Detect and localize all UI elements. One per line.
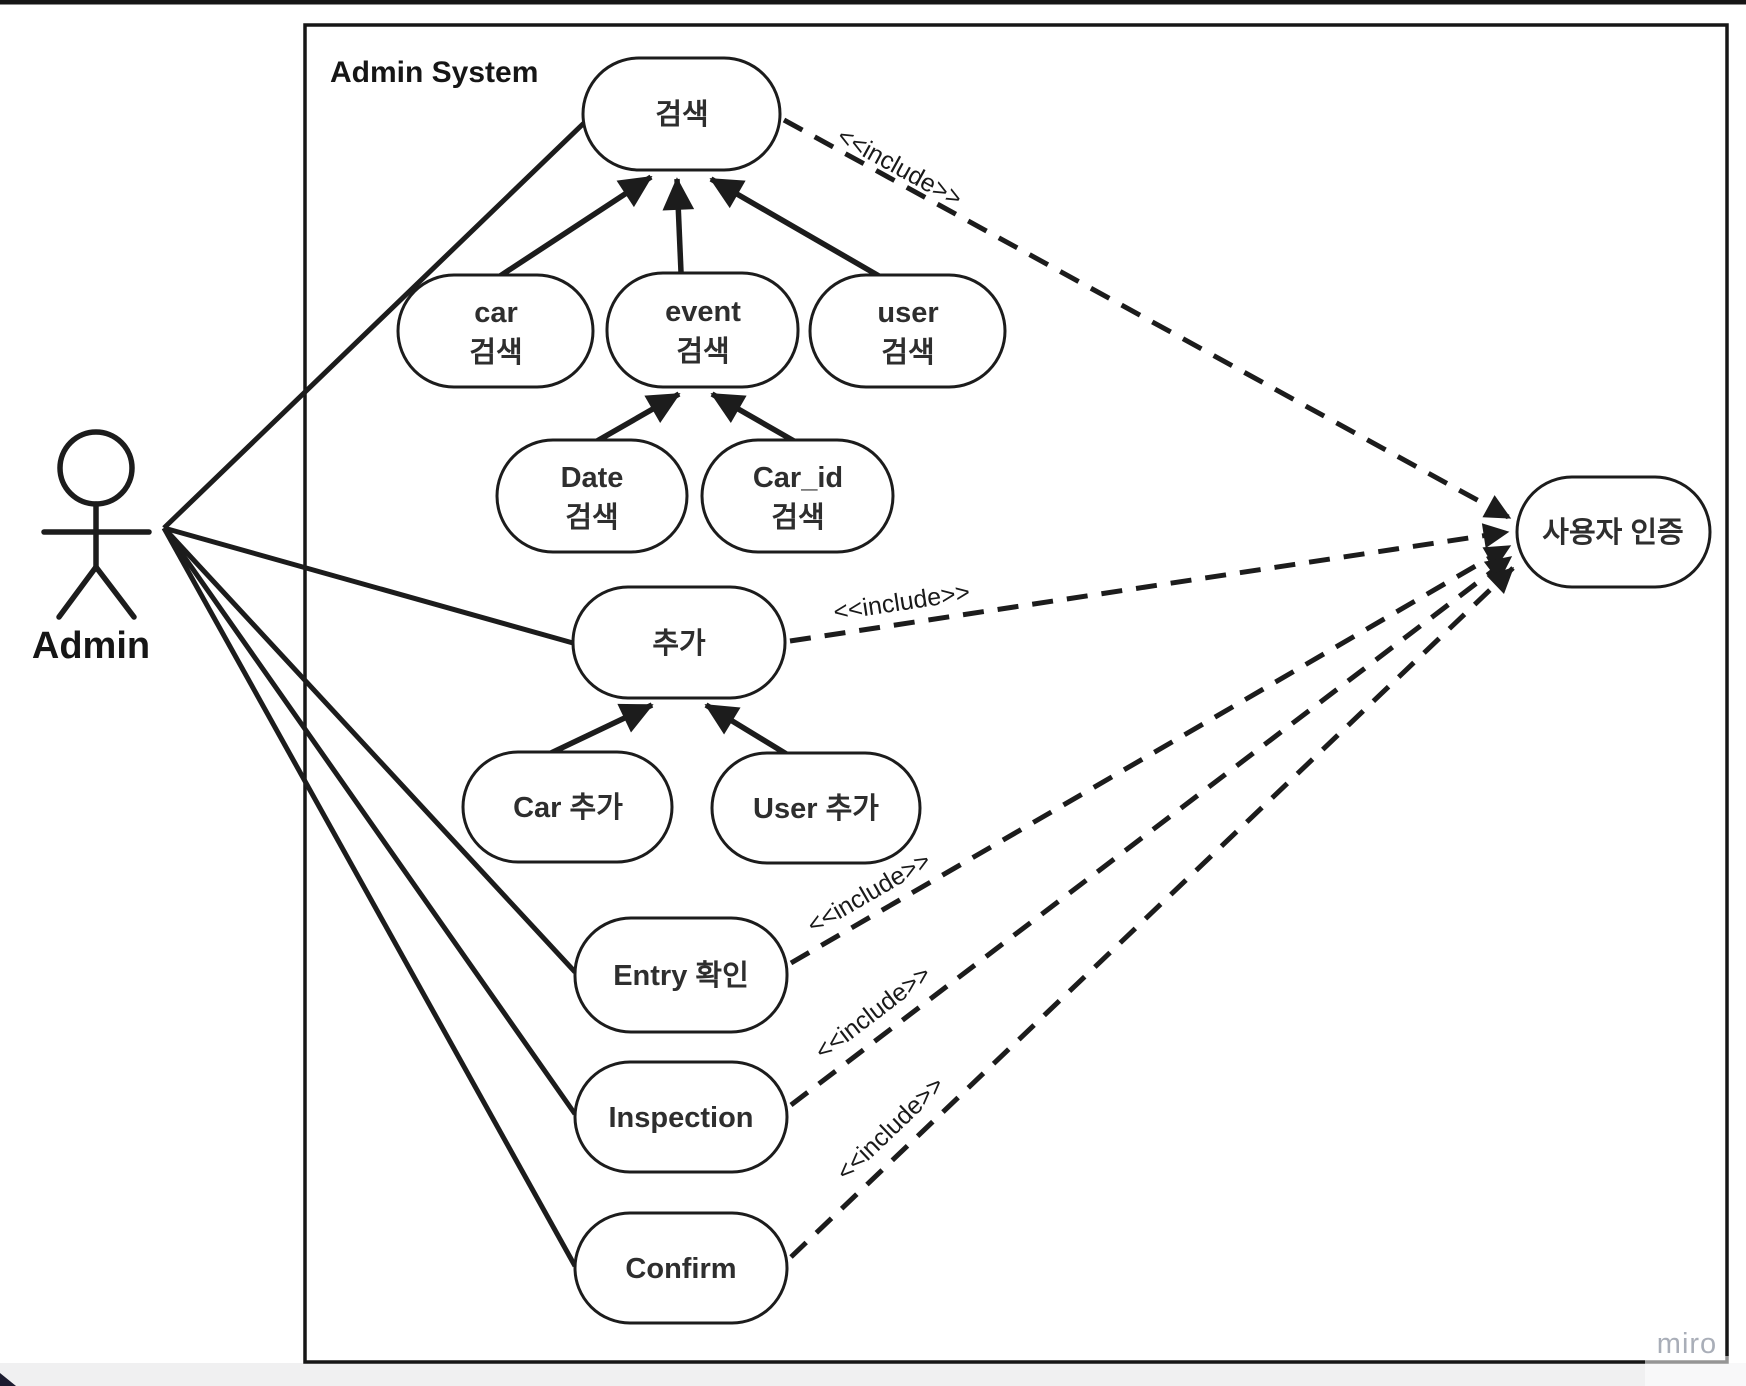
usecase-label: Car 추가	[513, 791, 623, 824]
clipped-corner-shape	[0, 1373, 16, 1386]
usecase-label: 추가	[652, 627, 706, 660]
usecase-label: Inspection	[608, 1102, 753, 1134]
association-admin-add	[163, 525, 574, 646]
usecase-label-line2: 검색	[469, 336, 522, 369]
actor-admin-figure: Admin	[32, 429, 152, 667]
usecase-add: 추가	[571, 585, 787, 700]
include-confirm-to-auth	[789, 566, 1515, 1259]
usecase-car-search: car 검색	[396, 273, 595, 389]
usecase-oval	[573, 1211, 789, 1325]
usecase-label-line1: user	[877, 297, 938, 329]
usecase-user-auth: 사용자 인증	[1515, 475, 1712, 589]
usecase-label-line2: 검색	[676, 335, 729, 368]
usecase-search: 검색	[581, 56, 782, 172]
usecase-label-line2: 검색	[565, 501, 618, 534]
usecase-car-add: Car 추가	[461, 750, 674, 864]
usecase-oval	[605, 271, 800, 389]
usecase-entry-check: Entry 확인	[573, 916, 789, 1034]
usecase-event-search: event 검색	[605, 271, 800, 389]
usecase-oval	[573, 1060, 789, 1174]
actor-label: Admin	[32, 625, 150, 667]
association-admin-entry-check	[162, 526, 577, 974]
usecase-label-line1: car	[474, 297, 518, 329]
include-label: <<include>>	[831, 1071, 950, 1186]
association-admin-search	[162, 120, 587, 530]
actor-head	[57, 429, 135, 507]
usecase-oval	[808, 273, 1007, 389]
include-label: <<include>>	[810, 960, 936, 1066]
outside-bottom-strip	[0, 1363, 1746, 1386]
usecase-oval	[495, 438, 689, 554]
usecase-label-line2: 검색	[771, 501, 824, 534]
watermark-text[interactable]: miro	[1657, 1328, 1717, 1360]
usecase-oval	[710, 751, 922, 865]
usecase-label-line2: 검색	[881, 336, 934, 369]
generalization-date-search-to-event-search	[595, 391, 681, 444]
association-admin-inspection	[161, 526, 578, 1116]
generalization-user-search-to-search	[709, 176, 881, 279]
usecase-oval	[581, 56, 782, 172]
usecase-label: User 추가	[753, 792, 879, 825]
usecase-oval	[1515, 475, 1712, 589]
usecase-label-line1: Date	[561, 462, 624, 494]
miro-watermark[interactable]: miro	[1645, 1328, 1746, 1386]
association-lines	[161, 120, 587, 1268]
usecase-confirm: Confirm	[573, 1211, 789, 1325]
generalization-carid-search-to-event-search	[710, 391, 796, 444]
include-arrows	[782, 117, 1515, 1259]
include-label: <<include>>	[833, 122, 967, 213]
generalization-user-add-to-add	[704, 702, 795, 761]
top-edge-border	[0, 0, 1746, 5]
actor-right-leg	[93, 564, 137, 620]
system-boundary-box	[303, 23, 1729, 1364]
generalization-event-search-to-search	[662, 177, 695, 273]
usecase-label: Confirm	[625, 1253, 736, 1285]
usecase-label: 사용자 인증	[1542, 516, 1683, 549]
usecase-user-search: user 검색	[808, 273, 1007, 389]
actor-left-leg	[56, 564, 99, 620]
include-label: <<include>>	[832, 578, 972, 626]
usecase-inspection: Inspection	[573, 1060, 789, 1174]
usecase-date-search: Date 검색	[495, 438, 689, 554]
generalization-car-add-to-add	[549, 702, 654, 756]
system-title: Admin System	[330, 56, 538, 89]
generalization-car-search-to-search	[498, 174, 653, 279]
usecase-label-line1: Car_id	[753, 462, 843, 494]
watermark-badge	[1645, 1356, 1746, 1386]
usecase-oval	[573, 916, 789, 1034]
usecase-oval	[571, 585, 787, 700]
usecase-label-line1: event	[665, 296, 741, 328]
usecase-label: Entry 확인	[613, 959, 749, 992]
include-add-to-auth	[789, 523, 1510, 644]
usecase-oval	[396, 273, 595, 389]
generalization-arrows	[498, 174, 881, 761]
usecase-carid-search: Car_id 검색	[700, 438, 895, 554]
usecase-oval	[461, 750, 674, 864]
association-admin-confirm	[161, 526, 578, 1268]
usecase-oval	[700, 438, 895, 554]
usecase-user-add: User 추가	[710, 751, 922, 865]
usecase-label: 검색	[655, 98, 708, 131]
include-inspection-to-auth	[789, 555, 1513, 1107]
